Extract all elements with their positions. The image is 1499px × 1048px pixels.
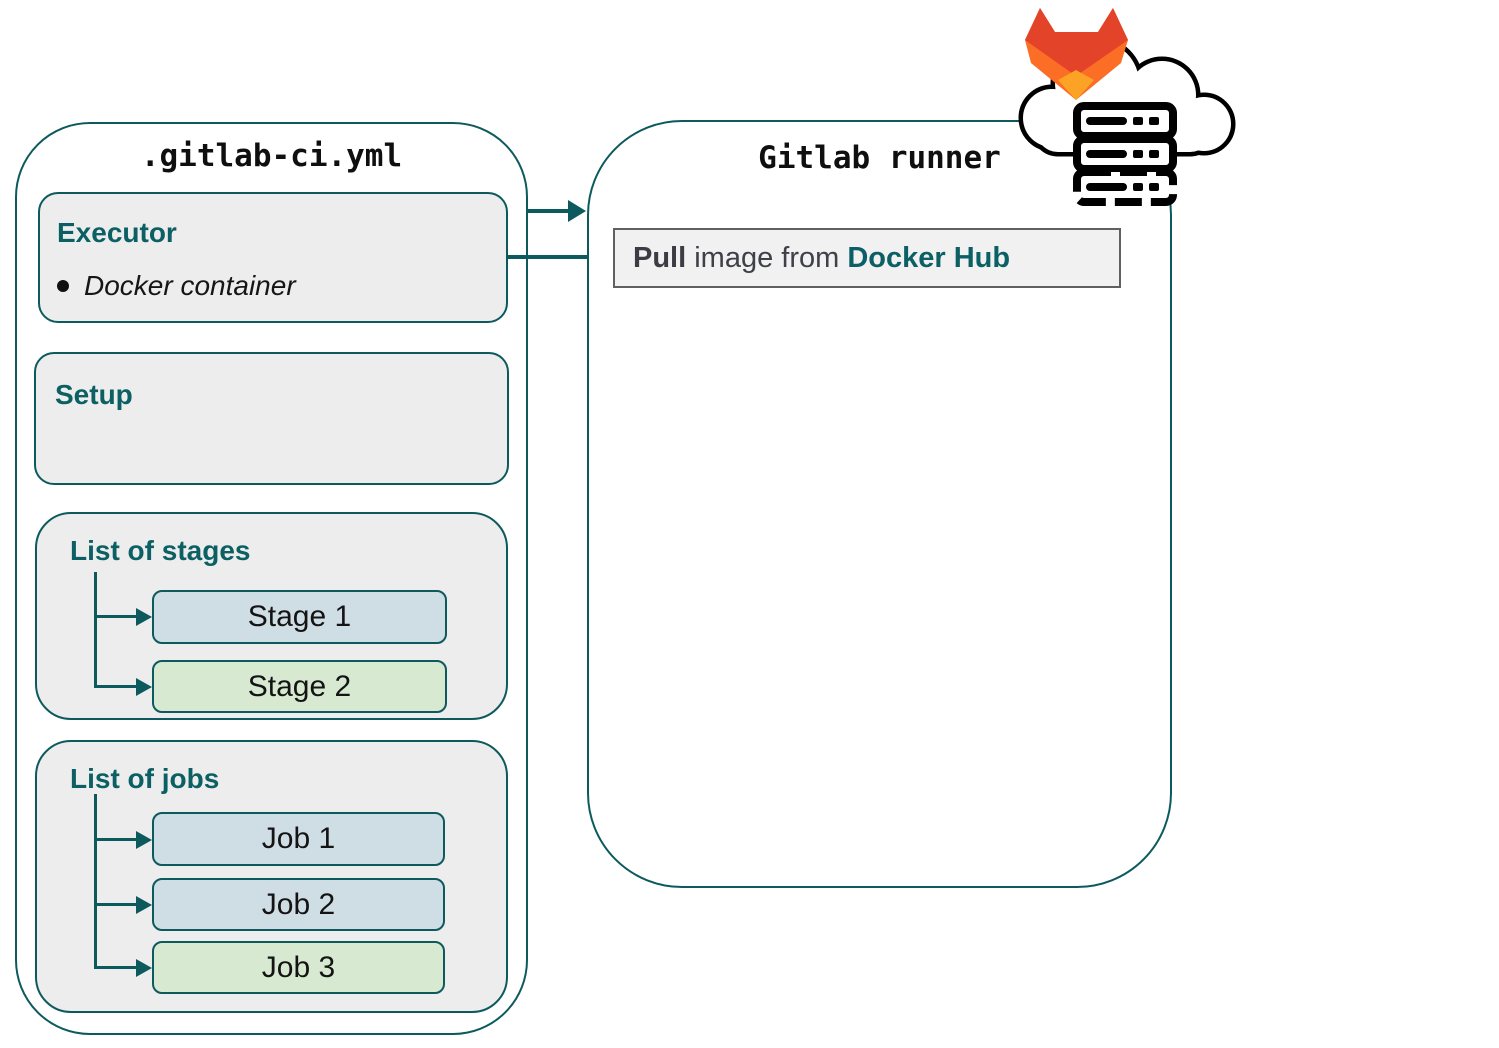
executor-panel: Executor Docker container (38, 192, 508, 323)
arrow-executor-to-pull (508, 255, 596, 259)
bullet-icon (57, 280, 69, 292)
job-item-label: Job 2 (261, 887, 336, 921)
tree-arrow-icon (136, 959, 152, 977)
arrow-yml-to-runner (528, 209, 572, 213)
pull-action-label: Pull (633, 241, 687, 274)
server-stack-icon (1073, 102, 1177, 206)
pull-connector-label: image from (686, 241, 848, 274)
arrow-yml-to-runner-head-icon (568, 200, 586, 222)
executor-bullet-text: Docker container (84, 270, 296, 301)
gitlab-ci-yml-title: .gitlab-ci.yml (140, 138, 403, 174)
stage-item: Stage 1 (152, 590, 447, 644)
jobs-tree-line (94, 794, 97, 968)
tree-arrow-icon (136, 678, 152, 696)
tree-arrow-icon (136, 896, 152, 914)
setup-heading: Setup (55, 379, 133, 410)
gitlab-runner-title: Gitlab runner (758, 140, 1001, 176)
stages-heading: List of stages (70, 535, 251, 566)
job-item-label: Job 1 (261, 822, 336, 855)
jobs-heading: List of jobs (70, 763, 220, 794)
job-item: Job 1 (152, 812, 445, 866)
stage-item-label: Stage 2 (247, 669, 352, 703)
job-item: Job 2 (152, 878, 445, 931)
jobs-tree-branch (94, 966, 136, 969)
stages-tree-line (94, 572, 97, 687)
pull-source-label: Docker Hub (847, 241, 1011, 274)
gitlab-cloud-runner-icon (1000, 0, 1240, 215)
jobs-tree-branch (94, 838, 136, 841)
gitlab-tanuki-icon (1025, 8, 1128, 100)
tree-arrow-icon (136, 608, 152, 626)
executor-heading: Executor (57, 217, 177, 248)
job-item: Job 3 (152, 941, 445, 994)
stages-tree-branch (94, 685, 136, 688)
tree-arrow-icon (136, 831, 152, 849)
jobs-tree-branch (94, 903, 136, 906)
executor-bullet-row: Docker container (57, 270, 296, 302)
cloud-server-logo-svg (1018, 8, 1236, 206)
stage-item-label: Stage 1 (247, 600, 352, 633)
job-item-label: Job 3 (261, 950, 336, 984)
pull-image-step: Pull image from Docker Hub (613, 228, 1121, 288)
stages-tree-branch (94, 615, 136, 618)
stage-item: Stage 2 (152, 660, 447, 713)
setup-panel: Setup (34, 352, 509, 485)
